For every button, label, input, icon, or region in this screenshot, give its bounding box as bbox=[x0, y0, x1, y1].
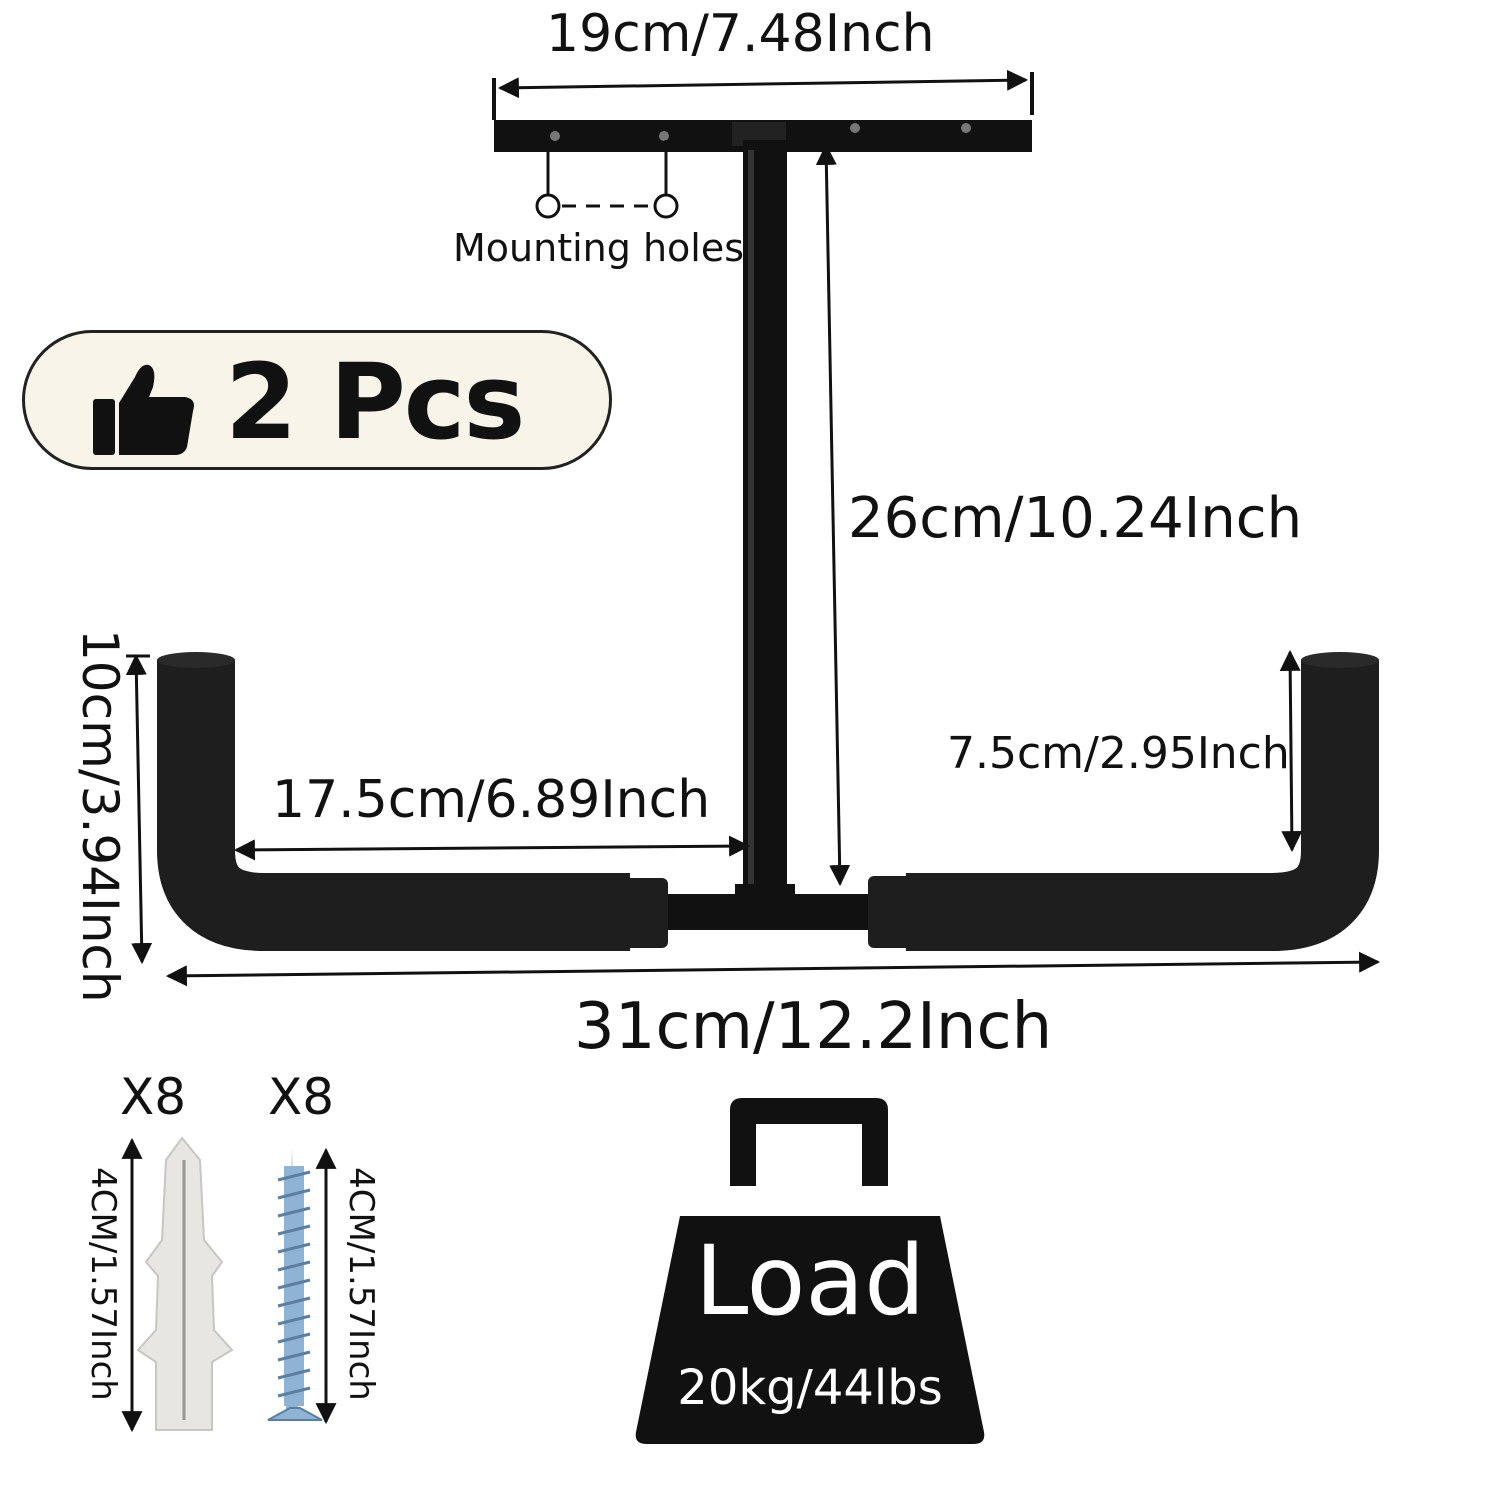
anchor-quantity-label: X8 bbox=[120, 1068, 187, 1126]
left-padded-hook bbox=[157, 652, 668, 951]
load-title: Load bbox=[694, 1225, 926, 1337]
right-padded-hook bbox=[868, 652, 1379, 951]
total-width-dimension-line bbox=[165, 951, 1381, 987]
mounting-holes-label: Mounting holes bbox=[453, 226, 745, 270]
wall-anchor-image bbox=[136, 1136, 234, 1431]
vertical-stem bbox=[743, 140, 787, 898]
stem-height-label: 26cm/10.24Inch bbox=[848, 486, 1303, 551]
crossbar bbox=[664, 894, 872, 930]
top-plate-dimension-line bbox=[492, 69, 1034, 120]
screw-quantity-label: X8 bbox=[268, 1068, 335, 1126]
stem-dimension-line bbox=[815, 143, 851, 887]
arm-length-label: 17.5cm/6.89Inch bbox=[272, 770, 711, 830]
thumbs-up-icon bbox=[93, 364, 194, 455]
stem-base bbox=[735, 884, 795, 898]
total-width-label: 31cm/12.2Inch bbox=[574, 990, 1053, 1064]
mounting-holes-callout bbox=[535, 140, 679, 219]
anchor-size-label: 4CM/1.57Inch bbox=[83, 1167, 123, 1401]
top-plate-width-label: 19cm/7.48Inch bbox=[546, 4, 935, 64]
screw-image bbox=[267, 1148, 323, 1421]
load-capacity: 20kg/44lbs bbox=[677, 1360, 943, 1416]
upright-dimension-line bbox=[1279, 649, 1303, 853]
upright-height-label: 7.5cm/2.95Inch bbox=[947, 728, 1290, 779]
quantity-badge: 2 Pcs bbox=[22, 330, 612, 470]
weight-icon bbox=[635, 1098, 985, 1444]
screw-size-label: 4CM/1.57Inch bbox=[341, 1167, 381, 1401]
quantity-badge-text: 2 Pcs bbox=[225, 341, 525, 463]
hook-height-label: 10cm/3.94Inch bbox=[71, 629, 129, 1003]
hook-height-dimension-line bbox=[125, 653, 153, 965]
arm-length-dimension-line bbox=[233, 835, 751, 861]
